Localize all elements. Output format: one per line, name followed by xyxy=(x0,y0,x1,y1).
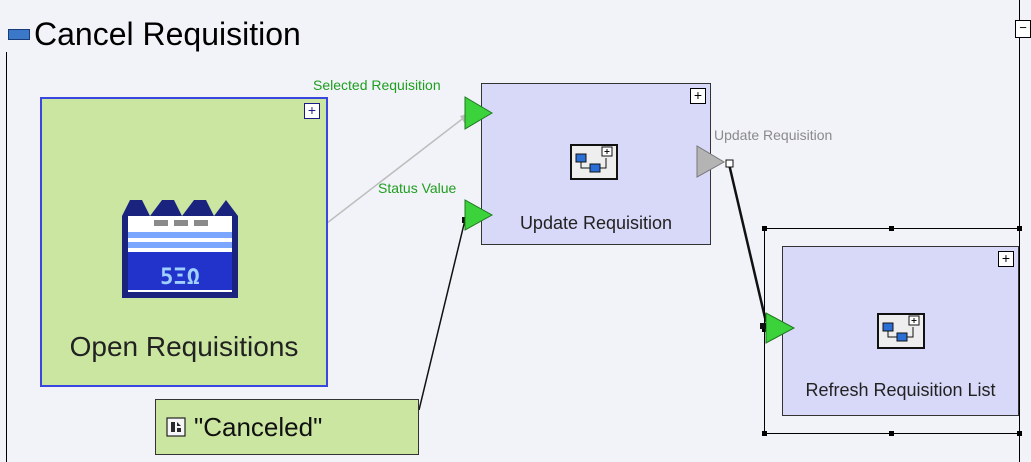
refresh-requisition-list-label: Refresh Requisition List xyxy=(805,380,996,400)
open-requisitions-label: Open Requisitions xyxy=(69,331,299,362)
collapse-icon[interactable] xyxy=(8,28,30,40)
selection-box xyxy=(762,226,1022,436)
node-open-requisitions[interactable]: + 5ΞΩ Open Requisitions xyxy=(40,97,328,387)
selection-handle[interactable] xyxy=(1017,226,1022,231)
selection-handle[interactable] xyxy=(762,226,767,231)
wire-update-to-refresh[interactable] xyxy=(727,163,768,323)
wire-open-to-selected[interactable] xyxy=(304,112,471,241)
selection-handle[interactable] xyxy=(1017,431,1022,436)
canceled-constant-label: "Canceled" xyxy=(194,411,323,442)
subprocess-icon xyxy=(877,313,925,349)
wire-start-handle[interactable] xyxy=(725,159,734,168)
diagram-header: Cancel Requisition xyxy=(8,14,301,54)
port-label-update-requisition: Update Requisition xyxy=(714,127,833,143)
selection-handle[interactable] xyxy=(762,431,767,436)
selection-handle[interactable] xyxy=(889,431,894,436)
expand-open-requisitions-button[interactable]: + xyxy=(304,103,320,119)
node-refresh-requisition-list[interactable]: + Refresh Requisition List xyxy=(782,246,1019,416)
port-label-selected-requisition: Selected Requisition xyxy=(313,77,441,93)
canvas-left-border xyxy=(6,52,7,462)
node-update-requisition[interactable]: + Update Requisition xyxy=(481,83,711,245)
expand-update-requisition-button[interactable]: + xyxy=(690,88,706,104)
wire-endpoint-handle[interactable] xyxy=(462,217,468,223)
node-canceled-constant[interactable]: "Canceled" xyxy=(155,399,419,455)
wire-arrowhead xyxy=(460,113,470,124)
subprocess-icon xyxy=(570,144,618,180)
update-requisition-label: Update Requisition xyxy=(519,213,673,233)
diagram-title: Cancel Requisition xyxy=(34,15,301,52)
port-label-status-value: Status Value xyxy=(378,180,457,196)
svg-text:5ΞΩ: 5ΞΩ xyxy=(160,265,200,290)
selection-handle[interactable] xyxy=(762,327,767,332)
database-form-icon: 5ΞΩ xyxy=(122,200,238,298)
collapse-diagram-button[interactable]: − xyxy=(1015,20,1031,38)
selection-handle[interactable] xyxy=(889,226,894,231)
expand-refresh-requisition-list-button[interactable]: + xyxy=(998,251,1014,267)
constant-icon xyxy=(166,417,186,437)
wire-canceled-to-status[interactable] xyxy=(418,219,466,411)
